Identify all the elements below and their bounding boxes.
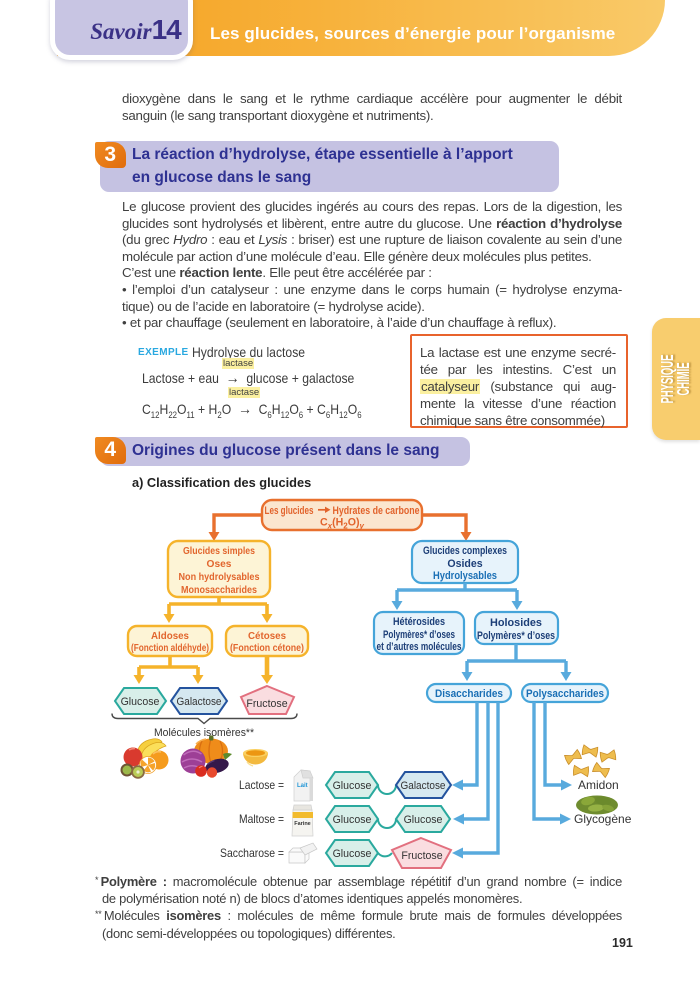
svg-text:Fructose: Fructose xyxy=(401,850,442,862)
svg-text:Galactose: Galactose xyxy=(177,696,222,708)
svg-text:Hydrates de carbone: Hydrates de carbone xyxy=(333,505,420,517)
svg-text:Amidon: Amidon xyxy=(578,778,619,792)
svg-text:Lactose =: Lactose = xyxy=(239,778,284,792)
svg-text:Glucose: Glucose xyxy=(333,780,372,792)
svg-text:Non hydrolysables: Non hydrolysables xyxy=(179,572,260,583)
svg-text:Hydrolysables: Hydrolysables xyxy=(433,570,497,582)
svg-text:Aldoses: Aldoses xyxy=(151,631,189,642)
svg-text:Saccharose =: Saccharose = xyxy=(220,846,284,860)
svg-text:Glucides simples: Glucides simples xyxy=(183,546,255,557)
svg-text:Glucides complexes: Glucides complexes xyxy=(423,545,507,557)
svg-text:Monosaccharides: Monosaccharides xyxy=(181,585,257,596)
svg-text:Oses: Oses xyxy=(207,559,232,570)
svg-text:Glycogène: Glycogène xyxy=(574,812,632,826)
svg-text:Disaccharides: Disaccharides xyxy=(435,688,503,700)
svg-text:et d’autres molécules: et d’autres molécules xyxy=(377,641,462,653)
svg-text:Cx(H2O)y: Cx(H2O)y xyxy=(320,517,365,531)
svg-text:Farine: Farine xyxy=(294,821,311,827)
svg-text:(Fonction aldéhyde): (Fonction aldéhyde) xyxy=(131,643,209,654)
svg-text:Glucose: Glucose xyxy=(333,848,372,860)
svg-text:Hétérosides: Hétérosides xyxy=(393,616,445,628)
svg-text:Glucose: Glucose xyxy=(333,814,372,826)
svg-text:Glucose: Glucose xyxy=(404,814,443,826)
svg-text:Galactose: Galactose xyxy=(401,780,446,792)
svg-text:Les glucides: Les glucides xyxy=(265,505,314,517)
svg-text:Holosides: Holosides xyxy=(490,617,542,629)
svg-text:Maltose =: Maltose = xyxy=(239,812,284,826)
svg-text:Molécules isomères**: Molécules isomères** xyxy=(154,727,255,739)
svg-text:Fructose: Fructose xyxy=(246,698,287,710)
svg-text:(Fonction cétone): (Fonction cétone) xyxy=(230,643,304,654)
svg-text:Polymères* d’oses: Polymères* d’oses xyxy=(477,630,555,642)
svg-text:Cétoses: Cétoses xyxy=(248,631,286,642)
svg-text:Lait: Lait xyxy=(297,783,308,789)
svg-text:Polymères* d’oses: Polymères* d’oses xyxy=(383,629,455,641)
svg-text:Polysaccharides: Polysaccharides xyxy=(526,688,604,700)
svg-text:Osides: Osides xyxy=(447,558,482,570)
svg-text:Glucose: Glucose xyxy=(121,696,160,708)
